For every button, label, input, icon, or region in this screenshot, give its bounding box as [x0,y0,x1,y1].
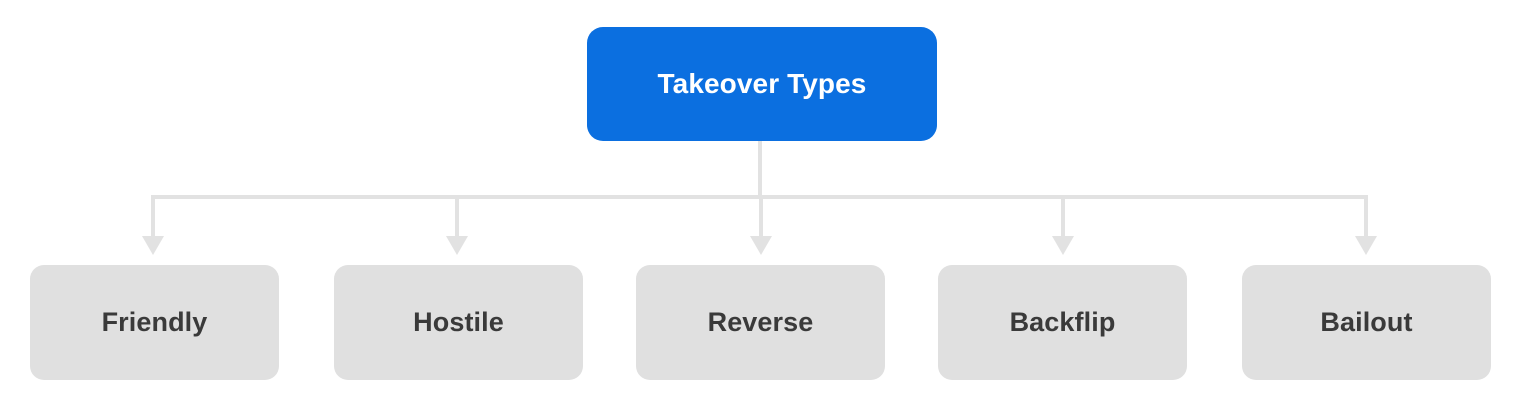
connector-branch-hostile [446,195,468,255]
node-root-label: Takeover Types [657,68,867,99]
connector-branch-reverse [750,195,772,255]
node-child-label: Hostile [413,307,504,337]
node-child-friendly[interactable]: Friendly [30,265,279,380]
node-child-label: Backflip [1009,307,1116,337]
node-root-takeover-types[interactable]: Takeover Types [587,27,937,141]
connector-root-stem [758,141,762,197]
connector-horizontal-bus [151,195,1368,199]
node-child-backflip[interactable]: Backflip [938,265,1187,380]
node-child-label: Bailout [1320,307,1413,337]
connector-branch-backflip [1052,195,1074,255]
node-child-reverse[interactable]: Reverse [636,265,885,380]
connector-branch-friendly [142,195,164,255]
node-child-hostile[interactable]: Hostile [334,265,583,380]
node-child-bailout[interactable]: Bailout [1242,265,1491,380]
node-child-label: Friendly [101,307,208,337]
node-child-label: Reverse [707,307,814,337]
connector-branch-bailout [1355,195,1377,255]
